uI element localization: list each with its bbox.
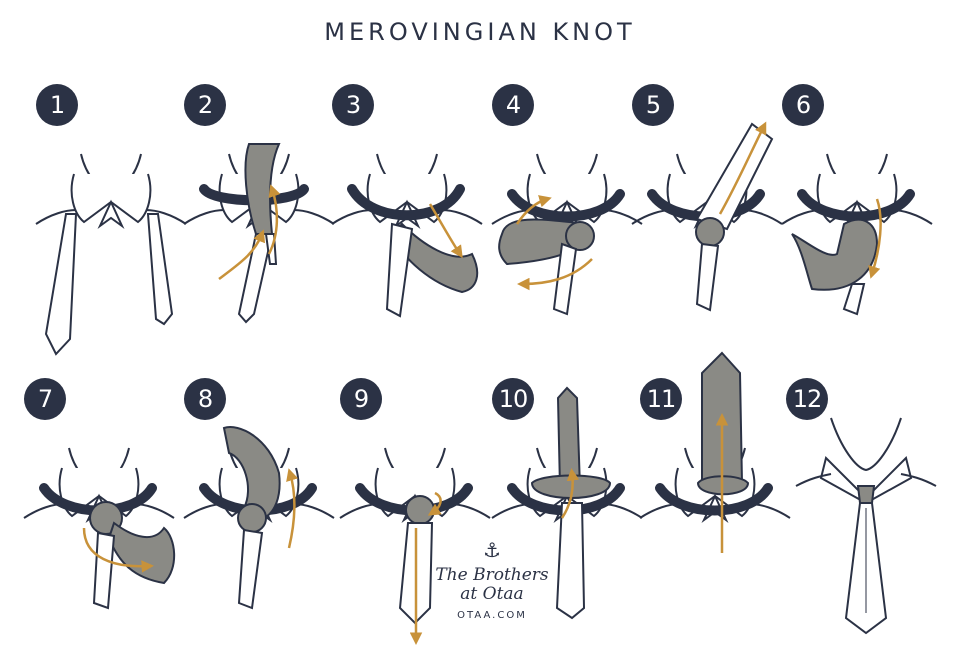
tie-illustration (491, 386, 643, 620)
step-number-badge: 10 (492, 378, 534, 420)
step-7: 7 (23, 378, 176, 648)
step-5: 5 (631, 84, 783, 354)
step-number-badge: 9 (340, 378, 382, 420)
step-2: 2 (183, 84, 335, 354)
step-number-badge: 3 (332, 84, 374, 126)
anchor-icon: ⚓ (483, 538, 501, 562)
tie-illustration (183, 143, 335, 324)
tie-illustration (23, 447, 176, 610)
brand-website: OTAA.COM (457, 610, 527, 621)
tie-illustration (339, 447, 491, 645)
step-number-badge: 7 (24, 378, 66, 420)
step-9: 9 (339, 378, 491, 648)
step-number-badge: 4 (492, 84, 534, 126)
tie-illustration (631, 121, 783, 312)
step-12: 12 (786, 378, 937, 648)
step-8: 8 (183, 378, 335, 648)
step-number-badge: 1 (36, 84, 78, 126)
tie-illustration (795, 417, 937, 635)
step-10: 10 (491, 378, 643, 648)
step-4: 4 (491, 84, 643, 354)
tie-illustration (331, 153, 483, 318)
tie-illustration (781, 153, 933, 316)
step-number-badge: 11 (640, 378, 682, 420)
tie-illustration (639, 351, 791, 553)
brand-logo: ⚓ The Brothers at Otaa OTAA.COM (432, 540, 552, 650)
step-1: 1 (35, 84, 187, 356)
brand-name-line2: at Otaa (460, 584, 524, 604)
step-number-badge: 6 (782, 84, 824, 126)
step-11: 11 (639, 351, 791, 648)
step-number-badge: 8 (184, 378, 226, 420)
step-6: 6 (781, 84, 933, 354)
tie-illustration (183, 426, 335, 610)
tie-illustration (35, 153, 187, 356)
tie-illustration (491, 153, 643, 316)
brand-name-line1: The Brothers (435, 565, 549, 585)
step-number-badge: 2 (184, 84, 226, 126)
step-number-badge: 5 (632, 84, 674, 126)
step-number-badge: 12 (786, 378, 828, 420)
brand-name: The Brothers at Otaa (432, 566, 552, 604)
page-title: MEROVINGIAN KNOT (324, 18, 636, 46)
step-3: 3 (331, 84, 483, 354)
